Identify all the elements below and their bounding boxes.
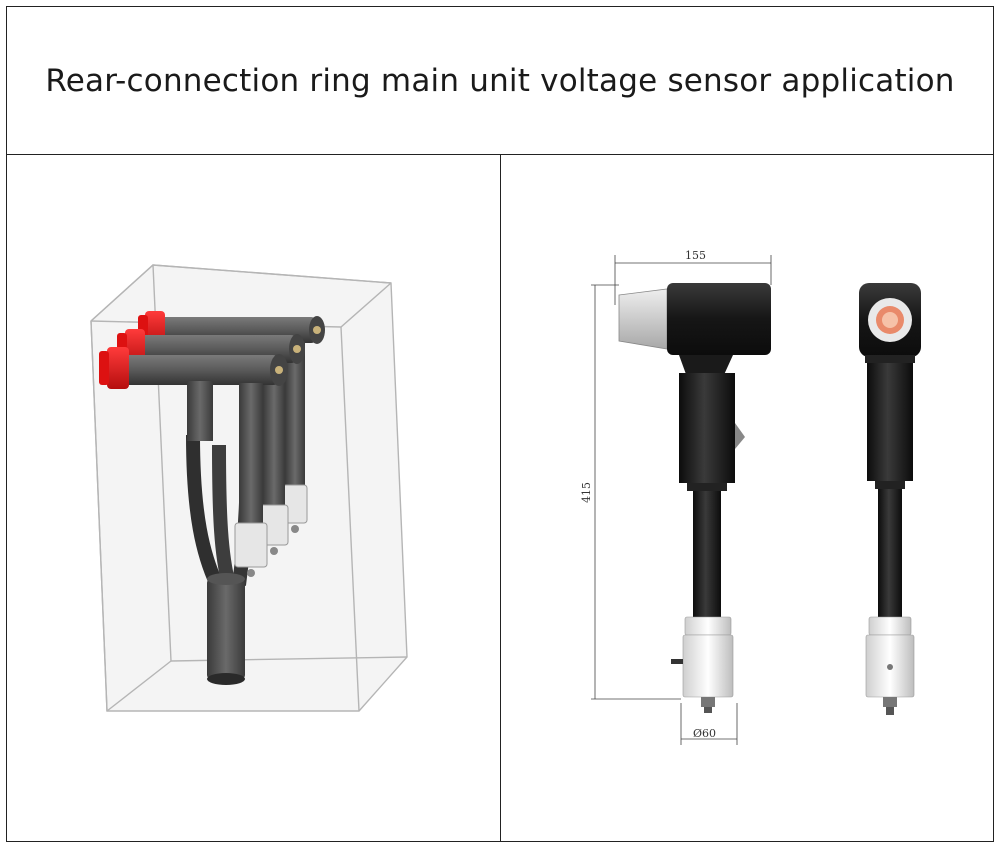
sensor-front-view	[859, 283, 921, 715]
cabinet-render-illustration	[90, 264, 408, 712]
cable-bundle	[186, 434, 254, 685]
diameter-dimension	[680, 703, 738, 745]
elbow-sensor-front	[99, 347, 288, 577]
page-title: Rear-connection ring main unit voltage s…	[45, 62, 955, 99]
sensor-side-view	[618, 283, 771, 713]
diameter-dimension-label: Ø60	[693, 727, 716, 740]
dimension-drawing-panel: 155 415 Ø60	[501, 155, 993, 841]
title-row: Rear-connection ring main unit voltage s…	[7, 7, 993, 155]
width-dimension-label: 155	[685, 249, 706, 262]
width-dimension	[614, 255, 772, 305]
sensor-dimension-drawing: 155 415 Ø60	[580, 249, 921, 745]
document-frame: Rear-connection ring main unit voltage s…	[6, 6, 994, 842]
height-dimension-label: 415	[580, 482, 593, 503]
height-dimension	[591, 284, 681, 700]
application-render-panel	[7, 155, 501, 841]
